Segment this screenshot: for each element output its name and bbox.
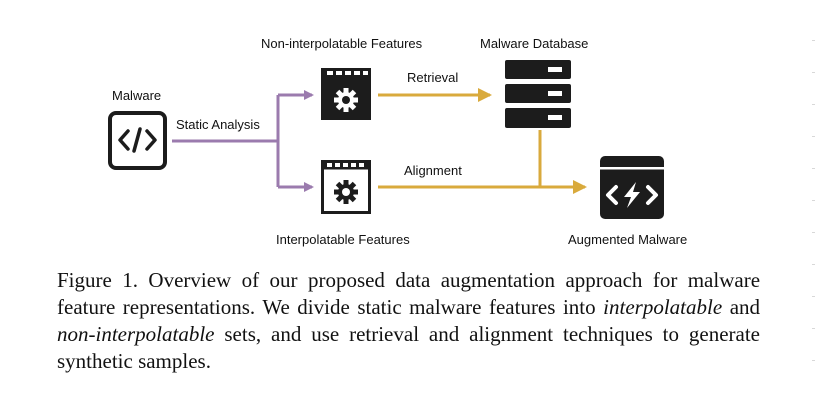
margin-mark: [812, 232, 815, 233]
malware-label: Malware: [112, 88, 162, 103]
caption-text-2: and: [729, 295, 761, 319]
margin-mark: [812, 264, 815, 265]
caption-text-3: sets, and use retrieval and alignment te…: [57, 322, 760, 373]
malware-database-label: Malware Database: [480, 36, 589, 51]
diagram-canvas: [108, 60, 664, 219]
gear-window-icon: [321, 68, 371, 120]
margin-mark: [812, 72, 815, 73]
margin-mark: [812, 168, 815, 169]
margin-mark: [812, 136, 815, 137]
gear-window-icon: [321, 160, 371, 214]
augmented-malware-label: Augmented Malware: [568, 232, 688, 247]
figure-caption: Figure 1. Overview of our proposed data …: [57, 267, 760, 375]
server-stack-icon: [505, 60, 571, 128]
static-analysis-label: Static Analysis: [176, 117, 260, 132]
interpolatable-features-label: Interpolatable Features: [276, 232, 410, 247]
margin-mark: [812, 40, 815, 41]
alignment-label: Alignment: [404, 163, 462, 178]
margin-mark: [812, 360, 815, 361]
caption-italic-interpolatable: interpolatable: [603, 295, 723, 319]
code-lightning-icon: [600, 156, 664, 219]
caption-italic-non-interpolatable: non-interpolatable: [57, 322, 215, 346]
alignment-edge: [378, 130, 587, 194]
code-brackets-icon: [108, 111, 167, 170]
margin-mark: [812, 328, 815, 329]
caption-label: Figure 1.: [57, 268, 138, 292]
margin-mark: [812, 296, 815, 297]
static-analysis-edge: [172, 90, 314, 192]
figure-diagram: Malware Non-interpolatable Features Malw…: [108, 36, 688, 247]
caption-text-1: Overview of our proposed data augmentati…: [57, 268, 761, 319]
non-interpolatable-features-label: Non-interpolatable Features: [261, 36, 423, 51]
margin-mark: [812, 200, 815, 201]
retrieval-label: Retrieval: [407, 70, 459, 85]
margin-mark: [812, 104, 815, 105]
